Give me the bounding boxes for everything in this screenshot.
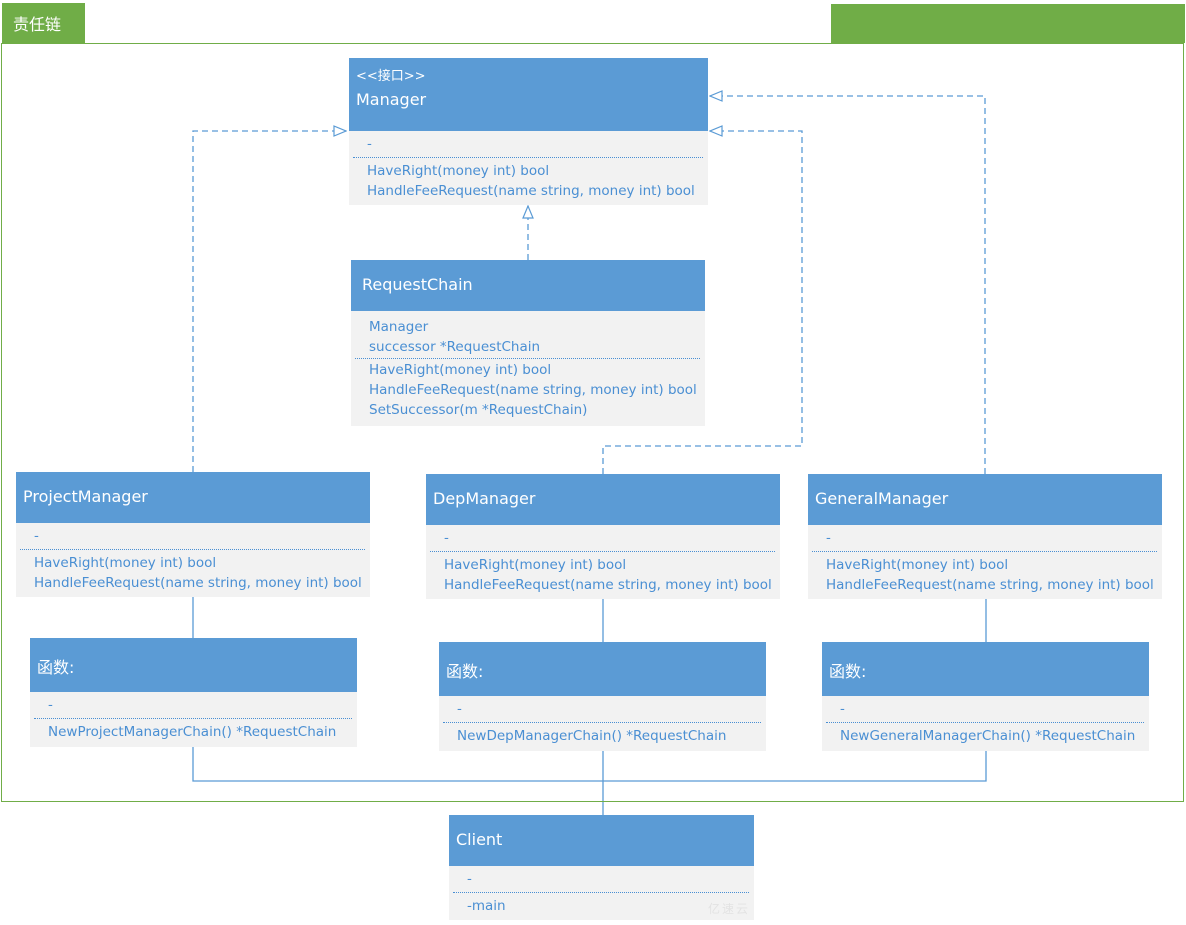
requestchain-class-box[interactable]: RequestChain Manager successor *RequestC… bbox=[351, 260, 705, 426]
general-func-body: - NewGeneralManagerChain() *RequestChain bbox=[822, 696, 1149, 746]
dep-func-body: - NewDepManagerChain() *RequestChain bbox=[439, 696, 766, 746]
member-divider bbox=[812, 551, 1157, 552]
method: HandleFeeRequest(name string, money int)… bbox=[369, 382, 697, 398]
attribute: - bbox=[467, 871, 472, 887]
projectmanager-class-box[interactable]: ProjectManager - HaveRight(money int) bo… bbox=[16, 472, 370, 597]
projectmanager-class-name: ProjectManager bbox=[23, 487, 148, 506]
dep-func-box[interactable]: 函数: - NewDepManagerChain() *RequestChain bbox=[439, 642, 766, 751]
member-divider bbox=[430, 551, 775, 552]
requestchain-header: RequestChain bbox=[351, 260, 705, 311]
generalmanager-body: - HaveRight(money int) bool HandleFeeReq… bbox=[808, 525, 1162, 595]
depmanager-body: - HaveRight(money int) bool HandleFeeReq… bbox=[426, 525, 780, 595]
method: HaveRight(money int) bool bbox=[367, 163, 550, 179]
method: HaveRight(money int) bool bbox=[369, 362, 552, 378]
project-func-body: - NewProjectManagerChain() *RequestChain bbox=[30, 692, 357, 742]
attribute: - bbox=[48, 697, 53, 713]
method: HandleFeeRequest(name string, money int)… bbox=[34, 575, 362, 591]
method: HandleFeeRequest(name string, money int)… bbox=[367, 183, 695, 199]
client-body: - -main bbox=[449, 866, 754, 916]
method: HandleFeeRequest(name string, money int)… bbox=[826, 577, 1154, 593]
member-divider bbox=[355, 358, 700, 359]
generalmanager-header: GeneralManager bbox=[808, 474, 1162, 525]
dep-func-header: 函数: bbox=[439, 642, 766, 696]
member-divider bbox=[826, 722, 1144, 723]
generalmanager-class-box[interactable]: GeneralManager - HaveRight(money int) bo… bbox=[808, 474, 1162, 599]
dep-func-title: 函数: bbox=[446, 662, 484, 681]
realization-generalmanager-manager bbox=[710, 96, 986, 474]
attribute: - bbox=[457, 701, 462, 717]
realization-depmanager-manager bbox=[602, 131, 803, 474]
member-divider bbox=[34, 718, 352, 719]
method: HandleFeeRequest(name string, money int)… bbox=[444, 577, 772, 593]
project-func-box[interactable]: 函数: - NewProjectManagerChain() *RequestC… bbox=[30, 638, 357, 747]
function: NewDepManagerChain() *RequestChain bbox=[457, 728, 727, 744]
depmanager-class-name: DepManager bbox=[433, 489, 536, 508]
method: HaveRight(money int) bool bbox=[444, 557, 627, 573]
attribute: - bbox=[367, 136, 372, 152]
projectmanager-header: ProjectManager bbox=[16, 472, 370, 523]
depmanager-class-box[interactable]: DepManager - HaveRight(money int) bool H… bbox=[426, 474, 780, 599]
requestchain-body: Manager successor *RequestChain HaveRigh… bbox=[351, 311, 705, 420]
attribute: Manager bbox=[369, 319, 429, 335]
method: SetSuccessor(m *RequestChain) bbox=[369, 402, 588, 418]
requestchain-class-name: RequestChain bbox=[362, 275, 473, 294]
method: HaveRight(money int) bool bbox=[826, 557, 1009, 573]
client-header: Client bbox=[449, 815, 754, 866]
member-divider bbox=[443, 722, 761, 723]
frame-title-tab: 责任链 bbox=[2, 3, 85, 43]
method: HaveRight(money int) bool bbox=[34, 555, 217, 571]
manager-interface-box[interactable]: <<接口>> Manager - HaveRight(money int) bo… bbox=[349, 58, 708, 205]
frame-header-bar bbox=[831, 4, 1185, 43]
function: NewProjectManagerChain() *RequestChain bbox=[48, 724, 337, 740]
project-func-header: 函数: bbox=[30, 638, 357, 692]
generalmanager-class-name: GeneralManager bbox=[815, 489, 949, 508]
projectmanager-body: - HaveRight(money int) bool HandleFeeReq… bbox=[16, 523, 370, 593]
frame-title: 责任链 bbox=[13, 15, 62, 34]
attribute: - bbox=[34, 528, 39, 544]
general-func-header: 函数: bbox=[822, 642, 1149, 696]
chain-of-responsibility-frame bbox=[1, 43, 1184, 802]
watermark: 亿速云 bbox=[708, 902, 751, 916]
attribute: - bbox=[826, 530, 831, 546]
project-func-title: 函数: bbox=[37, 658, 75, 677]
member-divider bbox=[453, 892, 749, 893]
member-divider bbox=[20, 549, 365, 550]
general-func-title: 函数: bbox=[829, 662, 867, 681]
depmanager-header: DepManager bbox=[426, 474, 780, 525]
manager-body: - HaveRight(money int) bool HandleFeeReq… bbox=[349, 131, 708, 201]
realization-projectmanager-manager bbox=[192, 131, 346, 472]
manager-stereotype: <<接口>> bbox=[356, 69, 426, 84]
manager-class-name: Manager bbox=[356, 90, 427, 109]
client-class-name: Client bbox=[456, 830, 503, 849]
manager-header: <<接口>> Manager bbox=[349, 58, 708, 131]
association-funcs-client bbox=[192, 747, 987, 815]
function: NewGeneralManagerChain() *RequestChain bbox=[840, 728, 1136, 744]
general-func-box[interactable]: 函数: - NewGeneralManagerChain() *RequestC… bbox=[822, 642, 1149, 751]
attribute: - bbox=[840, 701, 845, 717]
method: -main bbox=[467, 898, 506, 914]
attribute: successor *RequestChain bbox=[369, 339, 541, 355]
client-class-box[interactable]: Client - -main bbox=[449, 815, 754, 920]
member-divider bbox=[353, 157, 703, 158]
attribute: - bbox=[444, 530, 449, 546]
